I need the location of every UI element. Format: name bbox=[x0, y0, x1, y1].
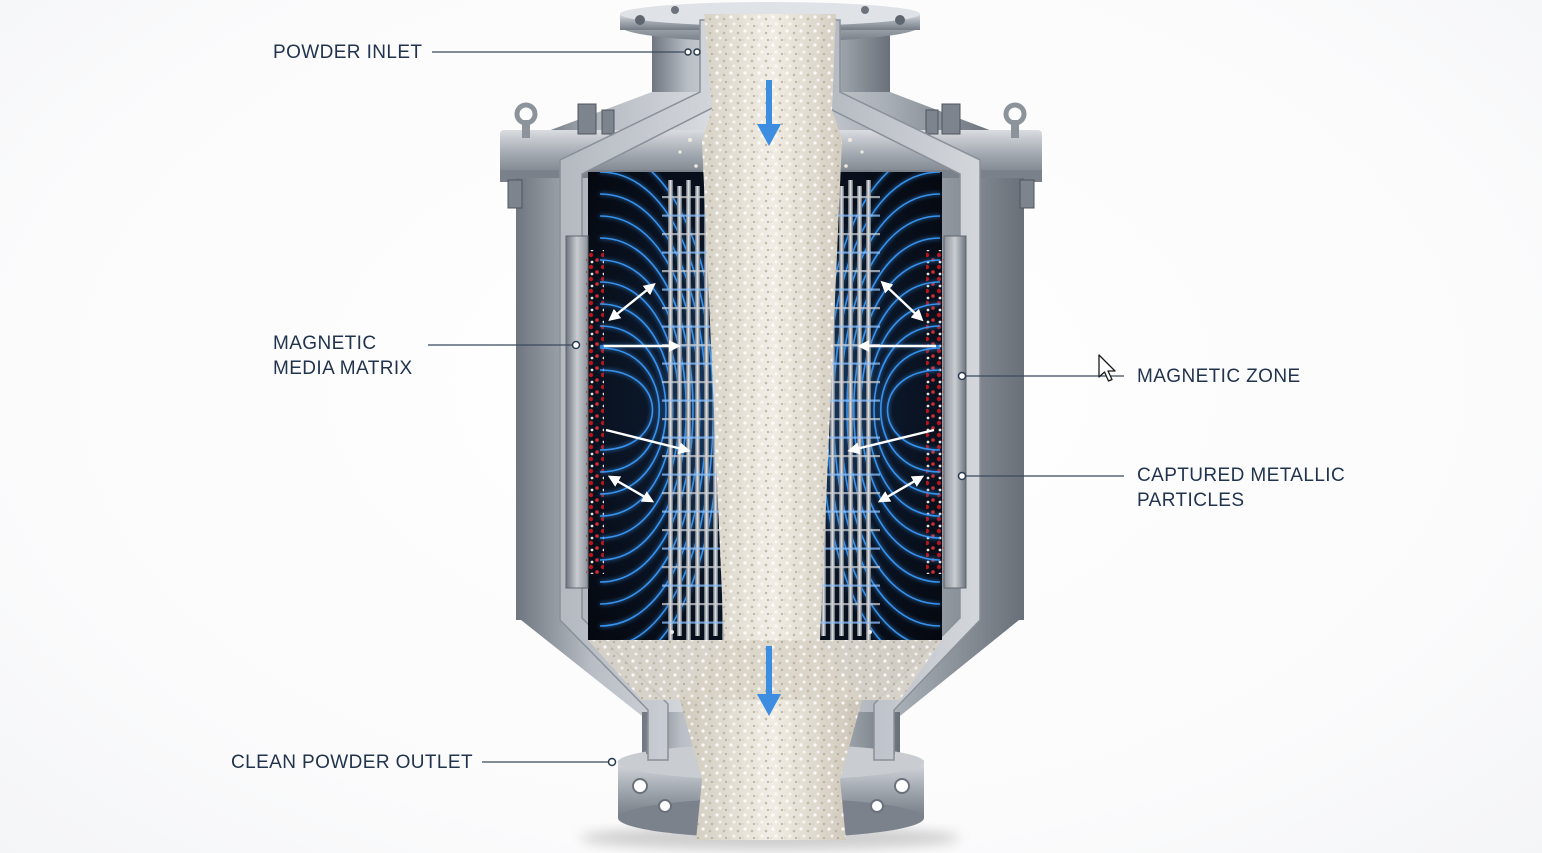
magnetic-rod bbox=[695, 186, 700, 636]
rod-spacer bbox=[806, 455, 880, 458]
flow-direction-arrows bbox=[757, 80, 781, 716]
field-line-right bbox=[846, 237, 941, 583]
rod-spacer bbox=[806, 529, 880, 532]
label-text: CLEAN POWDER OUTLET bbox=[231, 752, 473, 773]
powder-stream bbox=[588, 14, 942, 840]
rod-spacer bbox=[806, 584, 880, 587]
rod-spacer bbox=[806, 510, 880, 513]
rod-spacer bbox=[662, 251, 736, 254]
rod-spacer bbox=[806, 399, 880, 402]
rod-spacer bbox=[806, 251, 880, 254]
rod-spacer bbox=[662, 529, 736, 532]
field-line-left bbox=[599, 347, 660, 473]
mouse-pointer-icon bbox=[1098, 354, 1116, 382]
field-line-right bbox=[880, 347, 941, 473]
rod-spacer bbox=[806, 344, 880, 347]
rod-spacer bbox=[662, 307, 736, 310]
rod-spacer bbox=[806, 214, 880, 217]
magnetic-side-plates bbox=[565, 235, 967, 589]
magnetic-rod bbox=[686, 180, 691, 640]
rod-spacer bbox=[662, 399, 736, 402]
rod-spacer bbox=[806, 566, 880, 569]
rod-spacer bbox=[662, 344, 736, 347]
leader-lines bbox=[428, 51, 1124, 763]
rod-spacer bbox=[662, 492, 736, 495]
rod-spacer bbox=[662, 362, 736, 365]
rod-spacer bbox=[662, 621, 736, 624]
field-line-left bbox=[599, 369, 654, 451]
rod-spacer bbox=[662, 455, 736, 458]
magnetic-rod bbox=[668, 180, 673, 640]
label-powder-inlet: POWDER INLET bbox=[273, 40, 422, 65]
magnetic-rod bbox=[839, 186, 844, 636]
label-magnetic-media-matrix: MAGNETIC MEDIA MATRIX bbox=[273, 331, 413, 381]
label-magnetic-zone: MAGNETIC ZONE bbox=[1137, 364, 1301, 389]
rod-spacer bbox=[806, 547, 880, 550]
rod-spacer bbox=[662, 325, 736, 328]
rod-spacer bbox=[806, 492, 880, 495]
rod-spacer bbox=[806, 603, 880, 606]
label-clean-powder-outlet: CLEAN POWDER OUTLET bbox=[231, 750, 473, 775]
rod-spacer bbox=[662, 381, 736, 384]
rod-spacer bbox=[662, 270, 736, 273]
magnetic-rod bbox=[848, 180, 853, 640]
label-line-1: CAPTURED METALLIC bbox=[1137, 465, 1346, 486]
rod-spacer bbox=[806, 362, 880, 365]
rod-spacer bbox=[806, 270, 880, 273]
rod-spacer bbox=[806, 418, 880, 421]
label-captured-metallic-particles: CAPTURED METALLIC PARTICLES bbox=[1137, 463, 1345, 513]
magnetic-rod bbox=[866, 180, 871, 640]
label-line-2: MEDIA MATRIX bbox=[273, 358, 413, 379]
rod-spacer bbox=[806, 381, 880, 384]
rod-spacer bbox=[662, 547, 736, 550]
field-line-left bbox=[599, 237, 694, 583]
callout-markers bbox=[571, 48, 967, 767]
rod-spacer bbox=[662, 214, 736, 217]
rod-spacer bbox=[662, 436, 736, 439]
rod-spacer bbox=[662, 510, 736, 513]
label-line-1: MAGNETIC bbox=[273, 333, 377, 354]
field-line-right bbox=[886, 369, 941, 451]
rod-spacer bbox=[806, 325, 880, 328]
magnetic-rod bbox=[704, 180, 709, 640]
rod-spacer bbox=[806, 436, 880, 439]
rod-spacer bbox=[662, 196, 736, 199]
rod-spacer bbox=[806, 307, 880, 310]
label-text: POWDER INLET bbox=[273, 42, 423, 63]
rod-spacer bbox=[662, 566, 736, 569]
rod-spacer bbox=[662, 603, 736, 606]
label-line-2: PARTICLES bbox=[1137, 490, 1245, 511]
field-line-right bbox=[852, 259, 941, 561]
rod-spacer bbox=[806, 233, 880, 236]
magnetic-rod bbox=[857, 186, 862, 636]
rod-spacer bbox=[806, 288, 880, 291]
magnetic-rod bbox=[830, 180, 835, 640]
label-text: MAGNETIC ZONE bbox=[1137, 366, 1301, 387]
rod-spacer bbox=[806, 196, 880, 199]
rod-spacer bbox=[662, 233, 736, 236]
magnetic-force-arrows bbox=[604, 280, 936, 503]
rod-spacer bbox=[662, 288, 736, 291]
rod-spacer bbox=[662, 473, 736, 476]
rod-spacer bbox=[662, 584, 736, 587]
rod-spacer bbox=[806, 473, 880, 476]
rod-spacer bbox=[662, 418, 736, 421]
rod-spacer bbox=[806, 621, 880, 624]
magnetic-rod bbox=[677, 186, 682, 636]
